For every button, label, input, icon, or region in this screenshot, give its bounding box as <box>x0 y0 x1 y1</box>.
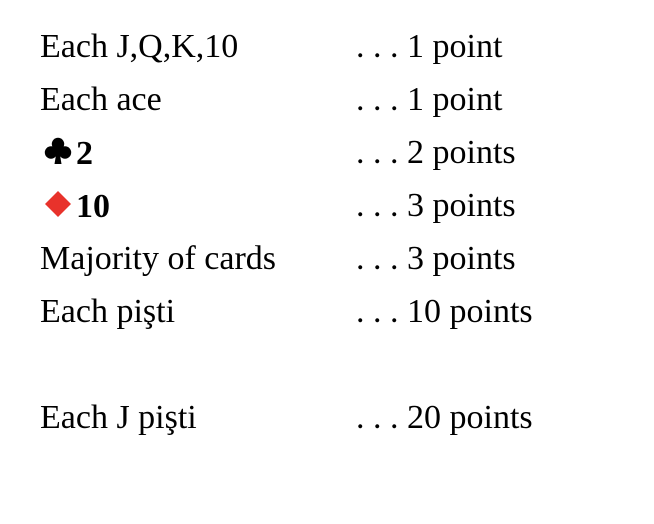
row-label: Each ace <box>40 81 162 118</box>
diamond-icon <box>40 189 76 224</box>
row-label-text: 2 <box>76 135 93 172</box>
row-points: . . . 3 points <box>356 240 516 277</box>
row-points: . . . 1 point <box>356 28 503 65</box>
row-label: Each pişti <box>40 293 176 330</box>
row-label: Majority of cards <box>40 240 277 277</box>
club-icon <box>40 136 76 171</box>
row-points: . . . 1 point <box>356 81 503 118</box>
row-label-diamond-ten: 10 <box>40 189 110 224</box>
row-points: . . . 10 points <box>356 293 533 330</box>
row-label-club-two: 2 <box>40 136 93 171</box>
row-label-text: 10 <box>76 188 110 225</box>
row-label: Each J pişti <box>40 399 197 436</box>
row-points: . . . 2 points <box>356 134 516 171</box>
row-points: . . . 3 points <box>356 187 516 224</box>
row-points: . . . 20 points <box>356 399 533 436</box>
row-label: Each J,Q,K,10 <box>40 28 239 65</box>
